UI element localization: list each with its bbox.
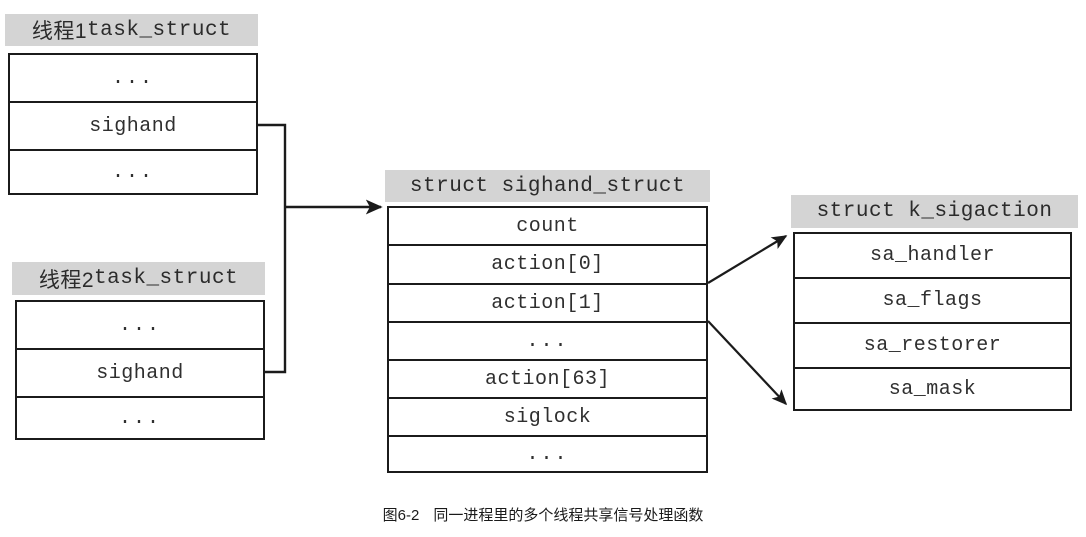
action-to-ksigaction-upper-arrow: [707, 235, 788, 284]
ksigaction-row-sa-handler: sa_handler: [795, 234, 1070, 279]
ksigaction-row-sa-flags: sa_flags: [795, 279, 1070, 324]
thread2-row-0: ...: [17, 302, 263, 350]
thread1-row-sighand: sighand: [10, 103, 256, 151]
sighand-row-siglock: siglock: [389, 399, 706, 437]
ksigaction-row-sa-mask: sa_mask: [795, 369, 1070, 409]
sighand-row-ellipsis-2: ...: [389, 437, 706, 471]
sighand-struct-box: count action[0] action[1] ... action[63]…: [387, 206, 708, 473]
thread2-header-mono: task_struct: [94, 267, 239, 290]
action-to-ksigaction-lower-arrow: [707, 320, 788, 406]
figure-caption-text: 同一进程里的多个线程共享信号处理函数: [433, 507, 704, 524]
sighand-struct-header: struct sighand_struct: [385, 170, 710, 202]
k-sigaction-header: struct k_sigaction: [791, 195, 1078, 228]
figure-caption-number: 图6-2: [382, 507, 420, 524]
figure-caption: 图6-2 同一进程里的多个线程共享信号处理函数: [0, 504, 1086, 525]
k-sigaction-box: sa_handler sa_flags sa_restorer sa_mask: [793, 232, 1072, 411]
thread2-header-cjk: 线程2: [38, 268, 95, 292]
thread1-task-struct-box: ... sighand ...: [8, 53, 258, 195]
thread2-row-2: ...: [17, 398, 263, 438]
sighand-bracket-connector: [258, 123, 383, 374]
thread1-header-cjk: 线程1: [31, 20, 88, 43]
thread1-row-2: ...: [10, 151, 256, 193]
sighand-row-action1: action[1]: [389, 285, 706, 323]
sighand-row-action63: action[63]: [389, 361, 706, 399]
thread1-header: 线程1 task_struct: [5, 14, 258, 46]
sighand-row-count: count: [389, 208, 706, 246]
ksigaction-row-sa-restorer: sa_restorer: [795, 324, 1070, 369]
thread2-row-sighand: sighand: [17, 350, 263, 398]
sighand-row-action0: action[0]: [389, 246, 706, 285]
thread2-task-struct-box: ... sighand ...: [15, 300, 265, 440]
thread2-header: 线程2 task_struct: [12, 262, 265, 295]
sighand-row-ellipsis-1: ...: [389, 323, 706, 361]
thread1-row-0: ...: [10, 55, 256, 103]
thread1-header-mono: task_struct: [87, 18, 232, 42]
